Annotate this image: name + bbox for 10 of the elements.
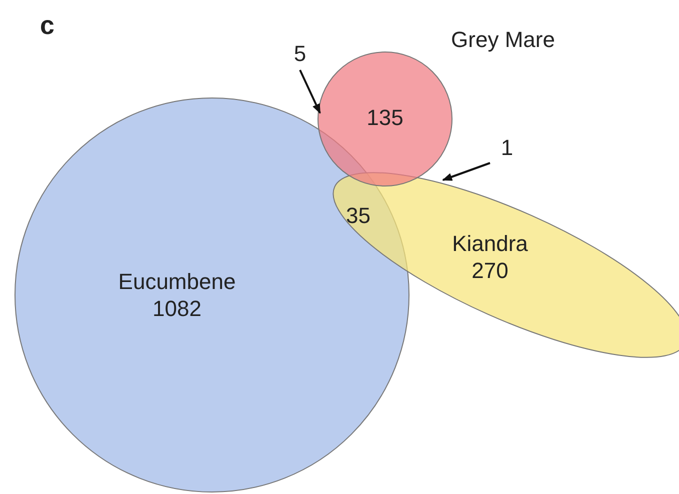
callout-number: 5 bbox=[292, 40, 308, 67]
set-count: Eucumbene 1082 bbox=[117, 268, 237, 322]
callout-number: 1 bbox=[500, 134, 514, 161]
set-name: Grey Mare bbox=[450, 26, 556, 53]
leader-line bbox=[442, 162, 490, 181]
set-count: Kiandra 270 bbox=[451, 230, 529, 284]
panel-letter: c bbox=[40, 10, 54, 41]
set-count: 35 bbox=[346, 203, 370, 229]
set-count: 135 bbox=[366, 104, 404, 131]
leader-line bbox=[299, 70, 321, 114]
